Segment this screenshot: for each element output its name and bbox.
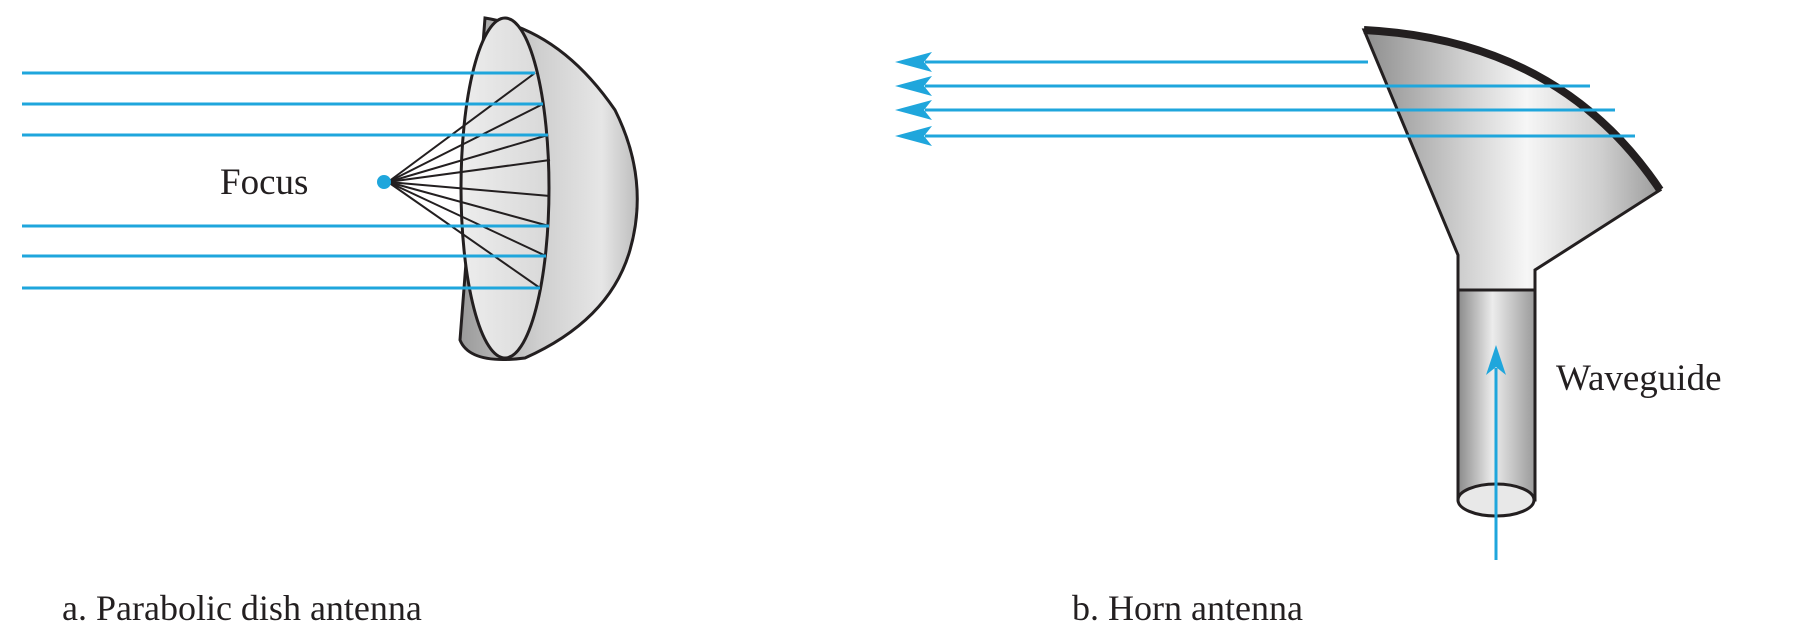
dish-rim [459, 16, 551, 360]
horn-flare [1361, 28, 1663, 292]
waveguide-label: Waveguide [1556, 358, 1722, 399]
caption-horn: b. Horn antenna [1072, 588, 1303, 628]
outgoing-waves [895, 52, 1635, 146]
horn-mouth-edge [1363, 26, 1664, 193]
parabolic-dish-antenna: Focus [22, 16, 639, 362]
incoming-waves [22, 71, 549, 290]
focus-label: Focus [220, 162, 308, 203]
horn-antenna: Waveguide [895, 26, 1722, 560]
focus-rays [387, 72, 551, 289]
focus-point [377, 175, 391, 189]
waveguide-signal-arrow [1486, 345, 1506, 560]
caption-parabolic-dish: a. Parabolic dish antenna [62, 588, 422, 628]
